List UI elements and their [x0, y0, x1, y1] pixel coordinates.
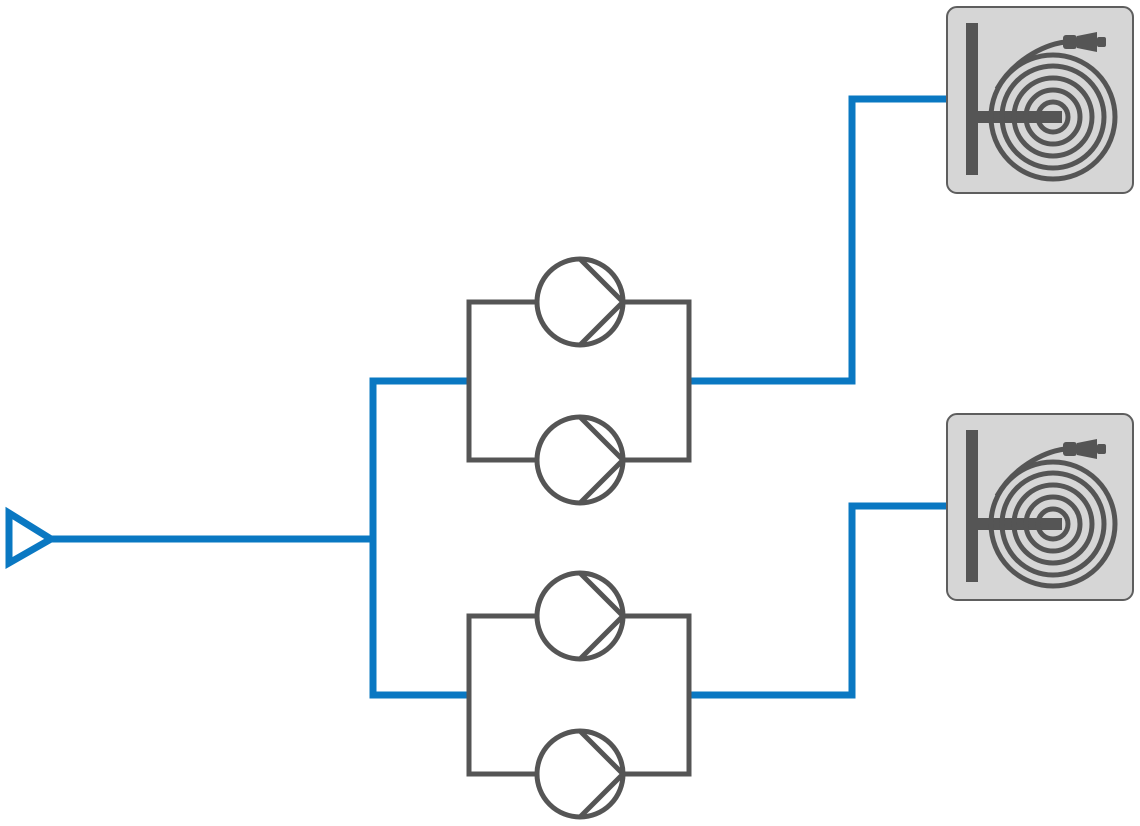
pump-icon	[537, 259, 623, 345]
pump-group-lower	[466, 573, 692, 817]
hose-reel-icon	[947, 414, 1133, 600]
pump-group-upper	[466, 259, 692, 503]
pump-icon	[537, 573, 623, 659]
inlet-triangle-icon	[5, 506, 58, 570]
outlet-pipe-upper	[690, 95, 947, 385]
pump-icon	[537, 731, 623, 817]
outlet-pipe-lower	[690, 502, 947, 699]
hose-reel-icon	[947, 7, 1133, 193]
header-riser-pipe	[369, 377, 468, 699]
pump-icon	[537, 417, 623, 503]
